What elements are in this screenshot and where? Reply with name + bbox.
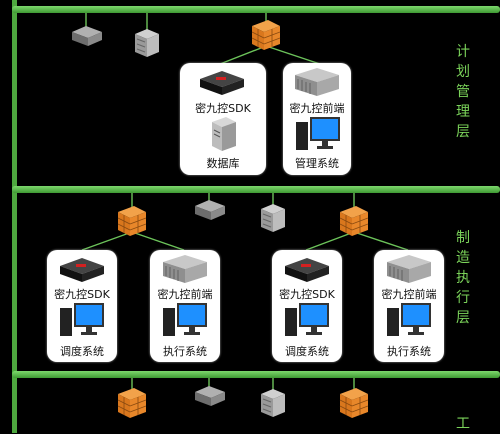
workstation-icon [387, 303, 431, 336]
layer-char: 工 [456, 416, 470, 432]
frontend-label: 密九控前端 [289, 102, 345, 115]
server-tower-icon [212, 117, 236, 151]
firewall-icon [117, 206, 147, 236]
sdk-device-icon [60, 258, 104, 282]
switch-icon [72, 26, 102, 46]
mgmt-system-label: 管理系统 [295, 157, 339, 170]
dispatch-system-label: 调度系统 [285, 345, 329, 358]
layer-char: 造 [456, 250, 470, 266]
layer-char: 层 [456, 124, 470, 140]
bottom-layer-label: 工 [455, 414, 471, 434]
bottom-bus [12, 371, 500, 378]
frontend-device-icon [295, 68, 339, 96]
exec-system-label: 执行系统 [387, 345, 431, 358]
frontend-label: 密九控前端 [157, 288, 213, 301]
frontend-label: 密九控前端 [381, 288, 437, 301]
layer-char: 层 [456, 310, 470, 326]
layer-char: 划 [456, 64, 470, 80]
workstation-icon [285, 303, 329, 336]
db-card: 密九控SDK 数据库 [180, 63, 266, 175]
dispatch-card-2: 密九控SDK 调度系统 [272, 250, 342, 362]
top-bus [12, 6, 500, 13]
mgmt-card: 密九控前端 管理系统 [283, 63, 351, 175]
server-rack-icon [135, 29, 159, 57]
firewall-icon [251, 20, 281, 50]
left-rail [12, 0, 17, 433]
layer-char: 制 [456, 230, 470, 246]
layer-char: 计 [456, 44, 470, 60]
server-rack-icon [261, 389, 285, 417]
dispatch-card-1: 密九控SDK 调度系统 [47, 250, 117, 362]
exec-system-label: 执行系统 [163, 345, 207, 358]
workstation-icon [60, 303, 104, 336]
middle-bus [12, 186, 500, 193]
layer-char: 管 [456, 84, 470, 100]
plan-layer-label: 计 划 管 理 层 [455, 42, 471, 142]
sdk-device-icon [200, 71, 244, 95]
sdk-label: 密九控SDK [54, 288, 110, 301]
exec-card-1: 密九控前端 执行系统 [150, 250, 220, 362]
layer-char: 执 [456, 270, 470, 286]
database-label: 数据库 [206, 157, 240, 170]
firewall-icon [339, 388, 369, 418]
sdk-label: 密九控SDK [279, 288, 335, 301]
sdk-device-icon [285, 258, 329, 282]
workstation-icon [163, 303, 207, 336]
workstation-icon [296, 117, 340, 150]
sdk-label: 密九控SDK [195, 102, 251, 115]
switch-icon [195, 200, 225, 220]
firewall-icon [339, 206, 369, 236]
switch-icon [195, 386, 225, 406]
frontend-device-icon [163, 255, 207, 283]
layer-char: 行 [456, 290, 470, 306]
frontend-device-icon [387, 255, 431, 283]
layer-char: 理 [456, 104, 470, 120]
dispatch-system-label: 调度系统 [60, 345, 104, 358]
exec-card-2: 密九控前端 执行系统 [374, 250, 444, 362]
server-rack-icon [261, 204, 285, 232]
make-layer-label: 制 造 执 行 层 [455, 228, 471, 328]
firewall-icon [117, 388, 147, 418]
